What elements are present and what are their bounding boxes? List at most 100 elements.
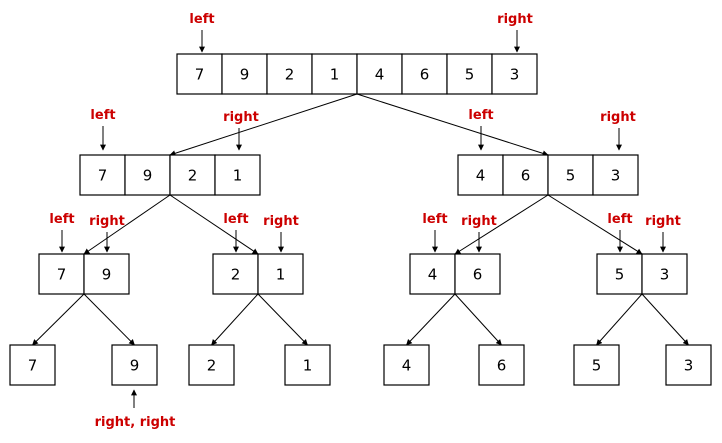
edge-rl-to-rll	[406, 293, 456, 346]
cell-value: 9	[102, 266, 112, 284]
left-label: left	[223, 212, 248, 227]
cell-value: 4	[375, 66, 385, 84]
pointer-right: right	[223, 110, 259, 151]
pointer-right: right	[600, 110, 636, 151]
pointer-left: left	[189, 12, 215, 53]
array-cell	[9, 344, 56, 386]
cell-value: 7	[28, 357, 38, 375]
pointer-left: left	[49, 212, 75, 253]
cell-value: 7	[98, 167, 108, 185]
array-cell	[401, 53, 448, 95]
pointer-right: right	[497, 12, 533, 53]
cell-value: 6	[473, 266, 483, 284]
cell-value: 5	[592, 357, 602, 375]
edge-root-to-l	[169, 93, 358, 157]
array-rrr: 3	[665, 344, 712, 386]
pointer-left: left	[607, 212, 633, 253]
pointer-left: left	[468, 108, 494, 151]
cell-value: 3	[611, 167, 621, 185]
array-rll: 4	[383, 344, 430, 386]
cell-value: 4	[428, 266, 438, 284]
pointer-annotations: left right left right left right left right left…	[49, 12, 680, 430]
edge-ll-to-llr	[83, 293, 135, 346]
cell-value: 9	[240, 66, 250, 84]
array-cell	[409, 253, 456, 295]
cell-value: 6	[497, 357, 507, 375]
array-cell	[491, 53, 538, 95]
edge-rr-to-rrl	[596, 293, 643, 346]
edge-l-to-lr	[169, 194, 259, 255]
cell-value: 3	[660, 266, 670, 284]
left-label: left	[422, 212, 447, 227]
cell-value: 2	[231, 266, 241, 284]
cell-value: 4	[402, 357, 412, 375]
array-cell	[383, 344, 430, 386]
pointer-right-right: right, right	[95, 389, 176, 430]
cell-value: 2	[188, 167, 198, 185]
edge-r-to-rr	[547, 194, 643, 255]
cell-value: 3	[684, 357, 694, 375]
cell-value: 1	[276, 266, 286, 284]
array-cell	[457, 154, 504, 196]
right-right-label: right, right	[95, 415, 176, 430]
pointer-left: left	[223, 212, 249, 253]
pointer-left: left	[90, 108, 116, 151]
array-cell	[478, 344, 525, 386]
left-label: left	[49, 212, 74, 227]
cell-value: 7	[57, 266, 67, 284]
edge-lr-to-lrl	[211, 293, 259, 346]
cell-value: 1	[330, 66, 340, 84]
array-rlr: 6	[478, 344, 525, 386]
cell-value: 5	[566, 167, 576, 185]
cell-value: 4	[476, 167, 486, 185]
right-label: right	[263, 214, 299, 229]
left-label: left	[468, 108, 493, 123]
edge-root-to-r	[356, 93, 549, 157]
pointer-right: right	[89, 214, 125, 253]
cell-value: 1	[233, 167, 243, 185]
edge-rl-to-rlr	[454, 293, 502, 346]
cell-value: 1	[303, 357, 313, 375]
cell-value: 6	[521, 167, 531, 185]
pointer-right: right	[461, 214, 497, 253]
right-label: right	[497, 12, 533, 27]
cell-value: 6	[420, 66, 430, 84]
cell-value: 5	[615, 266, 625, 284]
array-cell	[596, 253, 643, 295]
cell-value: 9	[143, 167, 153, 185]
right-label: right	[600, 110, 636, 125]
array-cell	[641, 253, 688, 295]
array-rrl: 5	[573, 344, 620, 386]
right-label: right	[645, 214, 681, 229]
array-cell	[111, 344, 158, 386]
array-l: 7 9 2 1	[79, 154, 261, 196]
array-lrl: 2	[188, 344, 235, 386]
right-label: right	[89, 214, 125, 229]
array-cell	[212, 253, 259, 295]
array-cell	[266, 53, 313, 95]
array-lll: 7	[9, 344, 56, 386]
array-cell	[188, 344, 235, 386]
array-cell	[214, 154, 261, 196]
cell-value: 7	[195, 66, 205, 84]
left-label: left	[607, 212, 632, 227]
tree-edges	[32, 93, 689, 346]
array-cell	[83, 253, 130, 295]
edge-lr-to-lrr	[257, 293, 308, 346]
array-cell	[592, 154, 639, 196]
array-cell	[446, 53, 493, 95]
array-cell	[257, 253, 304, 295]
pointer-left: left	[422, 212, 448, 253]
left-label: left	[90, 108, 115, 123]
array-cell	[38, 253, 85, 295]
array-cell	[665, 344, 712, 386]
cell-value: 5	[465, 66, 475, 84]
edge-l-to-ll	[83, 194, 171, 255]
array-cell	[573, 344, 620, 386]
